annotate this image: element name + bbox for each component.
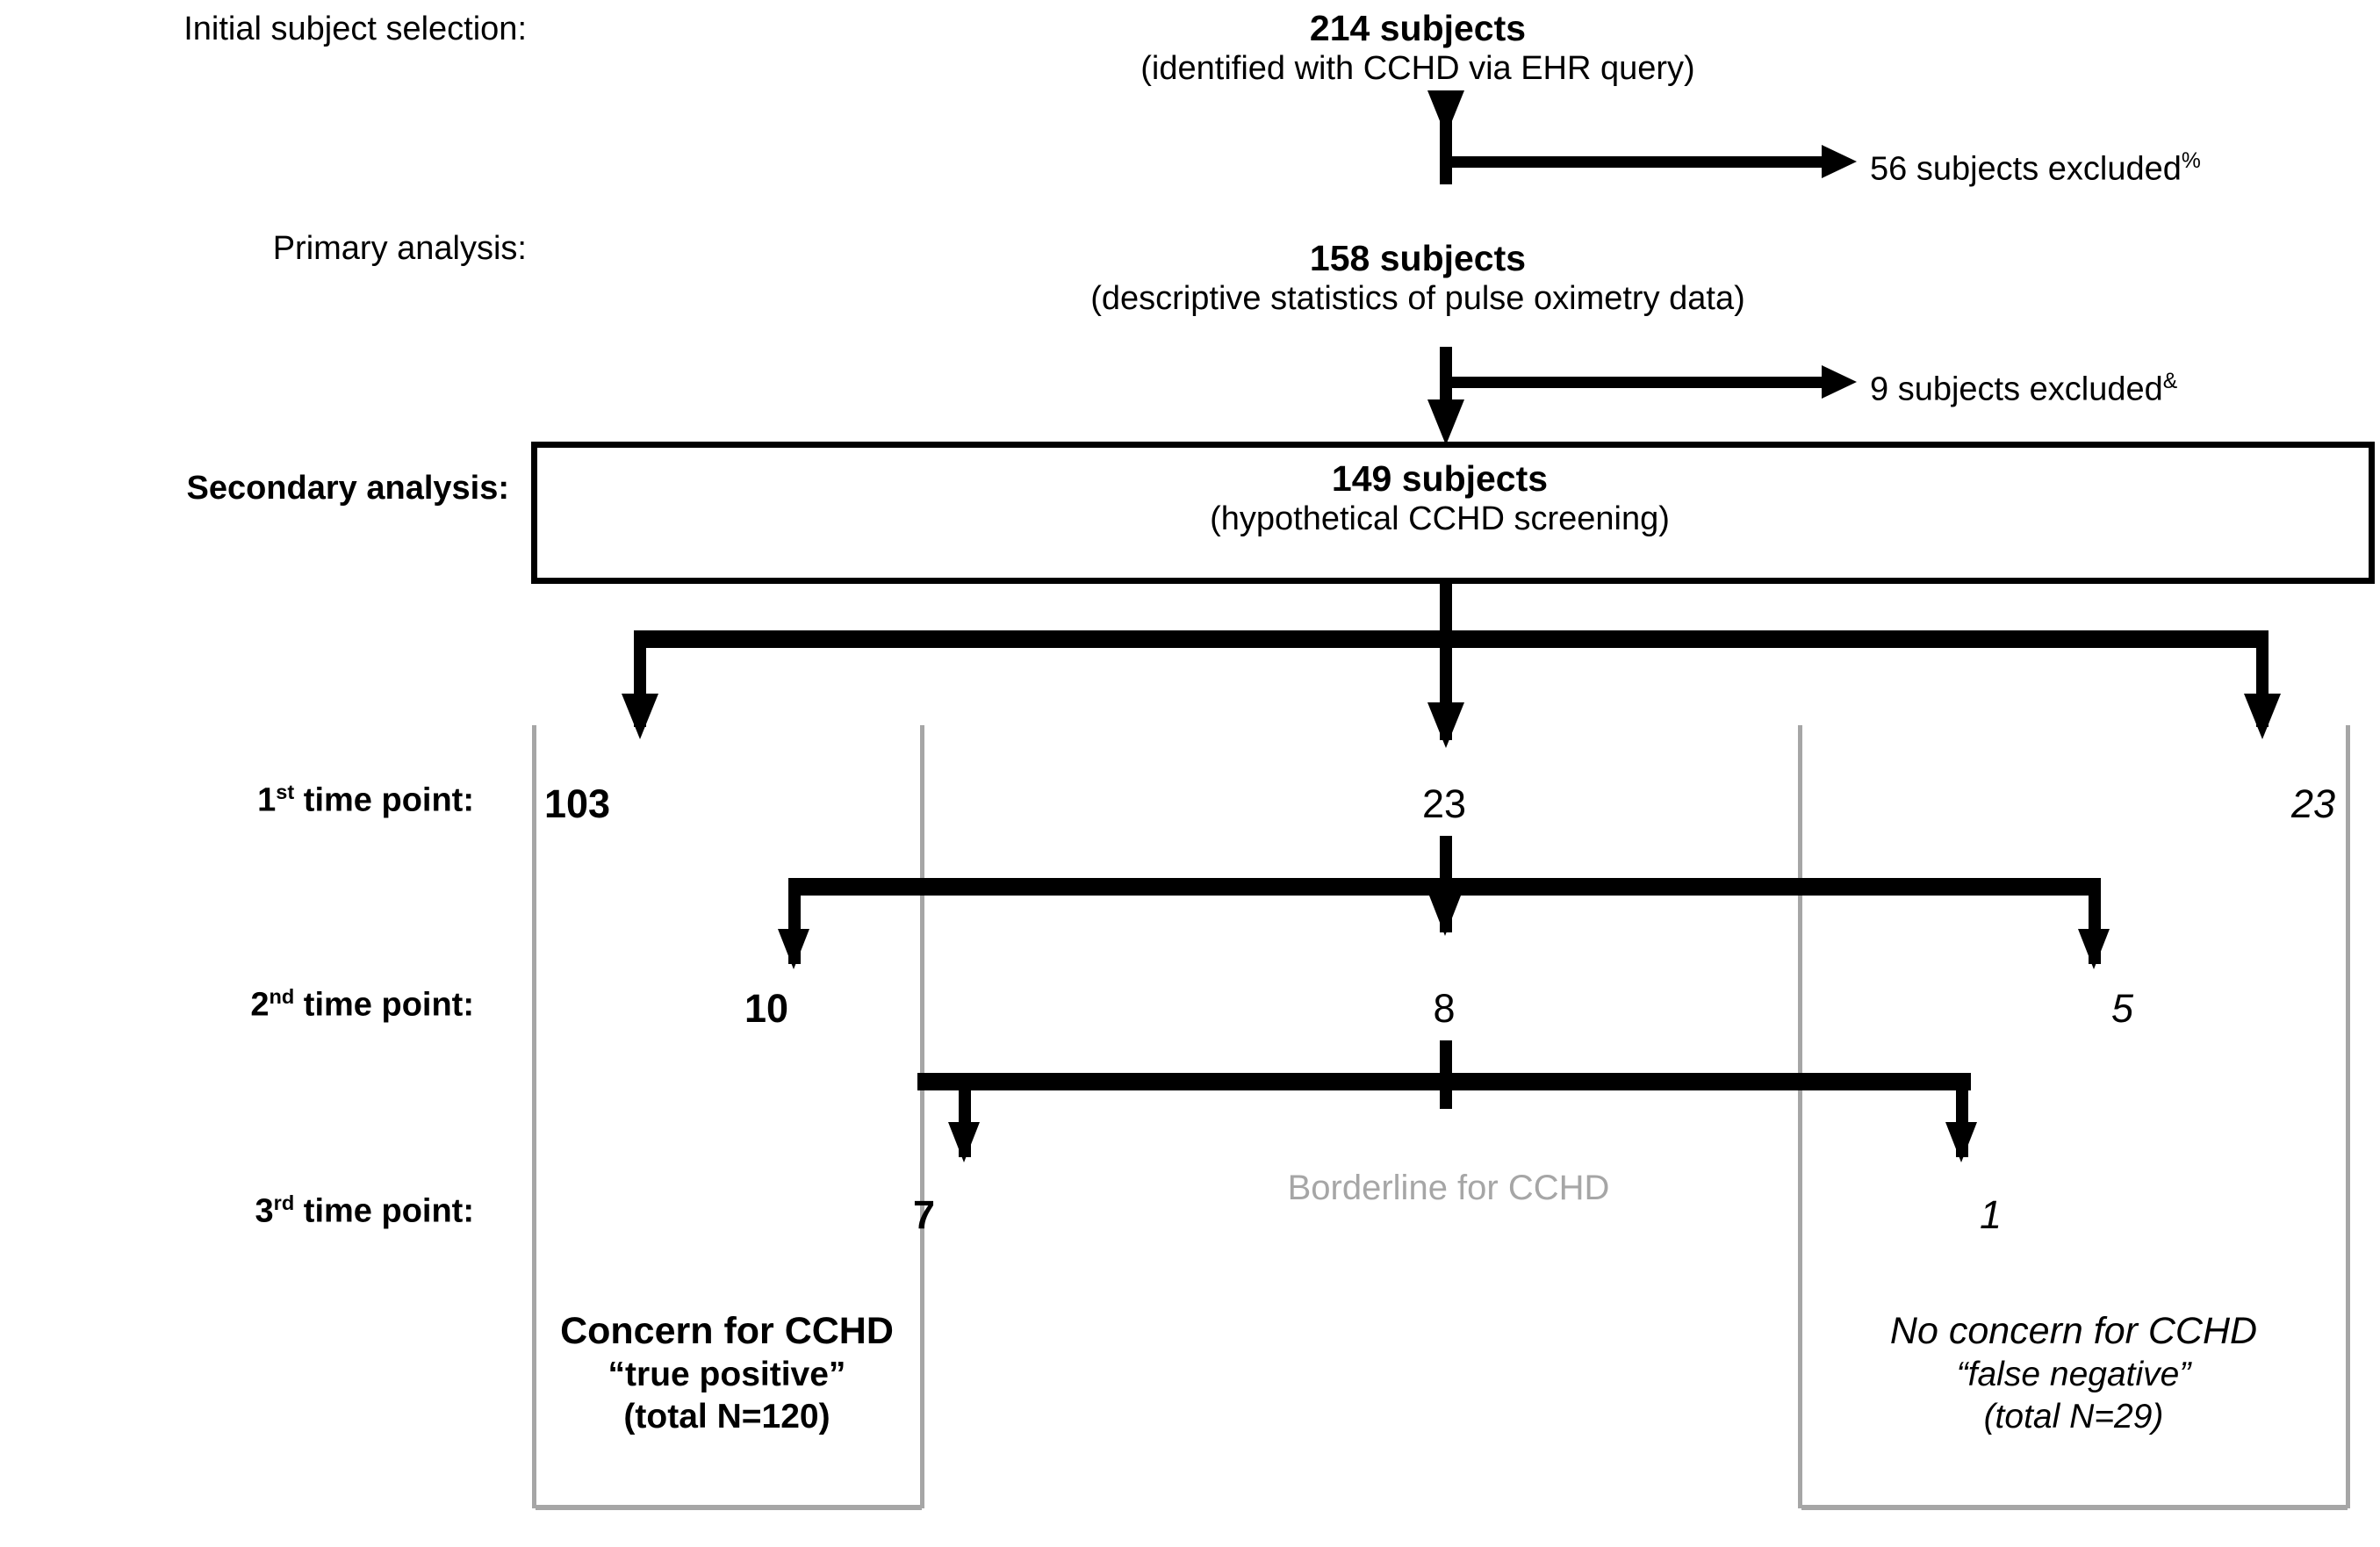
stage-label-secondary-analysis: Secondary analysis: [186,470,509,507]
secondary-analysis-box [531,442,2375,584]
time-point-1-ordinal: st [276,781,295,803]
borderline-for-cchd-note: Borderline for CCHD [1287,1169,1610,1207]
count-tp2-borderline: 8 [1433,986,1456,1031]
column-separator-right-inner [1798,725,1802,1508]
time-point-2-ordinal: nd [269,985,295,1008]
stage-label-third-time-point: 3rd time point: [0,1192,474,1230]
conclusion-false-negative-line1: No concern for CCHD [1889,1310,2258,1352]
conclusion-true-positive-line2: “true positive” [608,1356,846,1394]
tp2-to-tp3-left-tee [959,1073,1060,1090]
column-separator-left-inner [920,725,924,1508]
time-point-3-suffix: time point: [294,1192,474,1230]
count-tp3-negative: 1 [1979,1192,2002,1237]
tp1-to-tp2-arrow-right [2078,929,2110,969]
count-tp2-positive: 10 [744,986,789,1031]
primary-subject-count: 158 subjects [1309,238,1527,278]
tp2-to-tp3-distribution-bar [917,1073,1971,1090]
connector-initial-to-primary-arrowhead [1427,90,1464,136]
conclusion-true-positive: Concern for CCHD “true positive” (total … [534,1308,920,1438]
connector-exclusion-1-arrowhead [1822,145,1857,178]
column-separator-left-outer [532,725,536,1508]
secondary-subject-detail: (hypothetical CCHD screening) [1210,500,1670,538]
tp1-to-tp2-middle-arrowhead [1429,896,1461,936]
split-arrow-right [2244,694,2281,739]
node-secondary-subjects: 149 subjects (hypothetical CCHD screenin… [935,457,1945,539]
time-point-1-suffix: time point: [294,781,474,819]
exclusion-label-2-text: 9 subjects excluded [1870,371,2163,408]
count-tp1-negative: 23 [2290,781,2335,826]
count-tp1-borderline: 23 [1421,781,1467,826]
exclusion-label-1: 56 subjects excluded% [1870,149,2201,189]
time-point-2-suffix: time point: [294,986,474,1024]
node-primary-subjects: 158 subjects (descriptive statistics of … [935,237,1901,319]
initial-subject-detail: (identified with CCHD via EHR query) [1140,50,1695,88]
time-point-3-prefix: 3 [255,1192,274,1230]
tp2-to-tp3-arrow-right [1945,1122,1977,1162]
split-arrow-left [622,694,658,739]
stage-label-primary-analysis: Primary analysis: [272,230,527,267]
tp2-to-tp3-right-tee [1870,1073,1968,1090]
count-tp1-positive: 103 [544,781,611,826]
connector-exclusion-1-line [1446,156,1832,168]
connector-exclusion-2-arrowhead [1822,365,1857,399]
column-bottom-rule-right [1801,1505,2348,1510]
column-bottom-rule-left [536,1505,922,1510]
connector-exclusion-2-line [1446,377,1832,388]
exclusion-label-2: 9 subjects excluded& [1870,370,2177,409]
stage-label-second-time-point: 2nd time point: [0,986,474,1024]
exclusion-label-2-marker: & [2162,370,2178,393]
secondary-subject-count: 149 subjects [1331,458,1549,499]
tp2-to-tp3-arrow-left [948,1122,980,1162]
time-point-3-ordinal: rd [273,1191,295,1214]
conclusion-true-positive-line1: Concern for CCHD [560,1310,894,1352]
node-initial-subjects: 214 subjects (identified with CCHD via E… [935,7,1901,89]
conclusion-false-negative-line2: “false negative” [1956,1356,2191,1394]
stage-label-initial-subject-selection: Initial subject selection: [183,11,527,47]
initial-subject-count: 214 subjects [1309,8,1527,48]
time-point-1-prefix: 1 [257,781,277,819]
connector-primary-to-secondary-arrowhead [1427,399,1464,445]
column-separator-right-outer [2346,725,2350,1508]
conclusion-false-negative: No concern for CCHD “false negative” (to… [1801,1308,2346,1438]
exclusion-label-1-marker: % [2181,149,2201,173]
primary-subject-detail: (descriptive statistics of pulse oximetr… [1090,280,1745,318]
time-point-2-prefix: 2 [250,986,270,1024]
tp1-to-tp2-arrow-left [778,929,809,969]
stage-label-first-time-point: 1st time point: [0,781,474,819]
exclusion-label-1-text: 56 subjects excluded [1870,150,2182,188]
tp1-to-tp2-distribution-bar [788,878,2101,896]
count-tp3-positive: 7 [913,1192,936,1237]
conclusion-false-negative-line3: (total N=29) [1983,1398,2164,1436]
count-tp2-negative: 5 [2110,986,2133,1031]
split-arrow-middle [1427,702,1464,748]
conclusion-true-positive-line3: (total N=120) [623,1398,830,1436]
split-stem-from-secondary-box [1440,584,1452,634]
